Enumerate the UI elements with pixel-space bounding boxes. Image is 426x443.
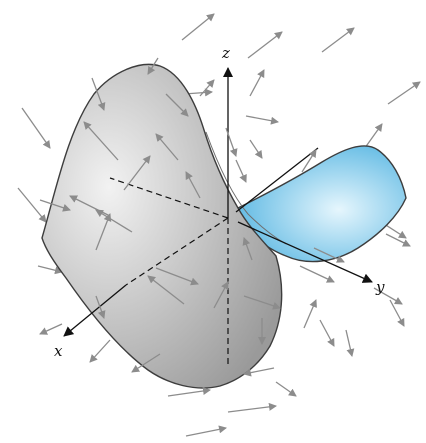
arrow-icon xyxy=(235,159,247,183)
arrow-icon xyxy=(91,77,106,111)
x-axis-hidden xyxy=(125,217,229,286)
arrow-icon xyxy=(17,187,47,223)
arrow-icon xyxy=(345,329,355,357)
arrow-icon xyxy=(21,107,51,149)
arrow-icon xyxy=(147,57,159,75)
arrow-icon xyxy=(313,247,345,263)
arrow-icon xyxy=(185,425,227,437)
arrow-icon xyxy=(249,69,265,97)
arrow-icon xyxy=(89,339,111,363)
blue-surface xyxy=(237,145,407,263)
x-axis xyxy=(63,284,127,337)
arrow-icon xyxy=(247,31,283,59)
arrow-icon xyxy=(385,233,411,247)
arrow-icon xyxy=(242,237,253,261)
arrow-icon xyxy=(243,367,275,377)
arrow-icon xyxy=(299,265,335,283)
arrow-icon xyxy=(155,133,179,161)
y-axis xyxy=(237,221,373,283)
arrow-icon xyxy=(213,281,229,309)
z-axis-label: z xyxy=(221,44,230,62)
arrow-icon xyxy=(83,121,119,161)
arrow-icon xyxy=(389,299,405,327)
arrow-icon xyxy=(199,79,215,97)
arrow-icon xyxy=(387,81,421,105)
arrow-icon xyxy=(249,139,263,159)
arrow-icon xyxy=(37,265,63,275)
arrow-icon xyxy=(165,93,189,117)
x-axis-label: x xyxy=(54,342,63,360)
arrow-icon xyxy=(181,13,215,41)
arrow-icon xyxy=(131,353,161,373)
arrow-icon xyxy=(167,387,211,397)
arrow-icon xyxy=(95,295,106,319)
arrow-icon xyxy=(321,27,355,53)
arrow-icon xyxy=(301,149,317,173)
vector-field-front xyxy=(39,57,355,437)
arrow-icon xyxy=(245,115,279,125)
arrow-icon xyxy=(243,295,281,310)
arrow-icon xyxy=(147,275,185,305)
arrow-icon xyxy=(123,155,151,191)
axes-visible xyxy=(63,67,373,337)
arrow-icon xyxy=(39,323,63,335)
arrow-icon xyxy=(225,127,238,157)
arrow-icon xyxy=(227,402,277,413)
arrow-icon xyxy=(95,213,112,251)
grey-surface xyxy=(41,63,283,389)
y-axis-hidden xyxy=(109,177,229,219)
arrow-icon xyxy=(155,267,199,286)
arrow-icon xyxy=(185,171,201,199)
surface-fold xyxy=(205,131,287,245)
arrow-icon xyxy=(275,381,297,397)
arrow-icon xyxy=(39,199,71,212)
back-axis xyxy=(235,147,319,213)
arrow-icon xyxy=(319,319,335,347)
arrow-icon xyxy=(373,287,403,305)
arrow-icon xyxy=(95,209,133,233)
axes-hidden xyxy=(109,177,229,365)
arrow-icon xyxy=(303,299,317,329)
y-axis-label: y xyxy=(375,278,385,296)
